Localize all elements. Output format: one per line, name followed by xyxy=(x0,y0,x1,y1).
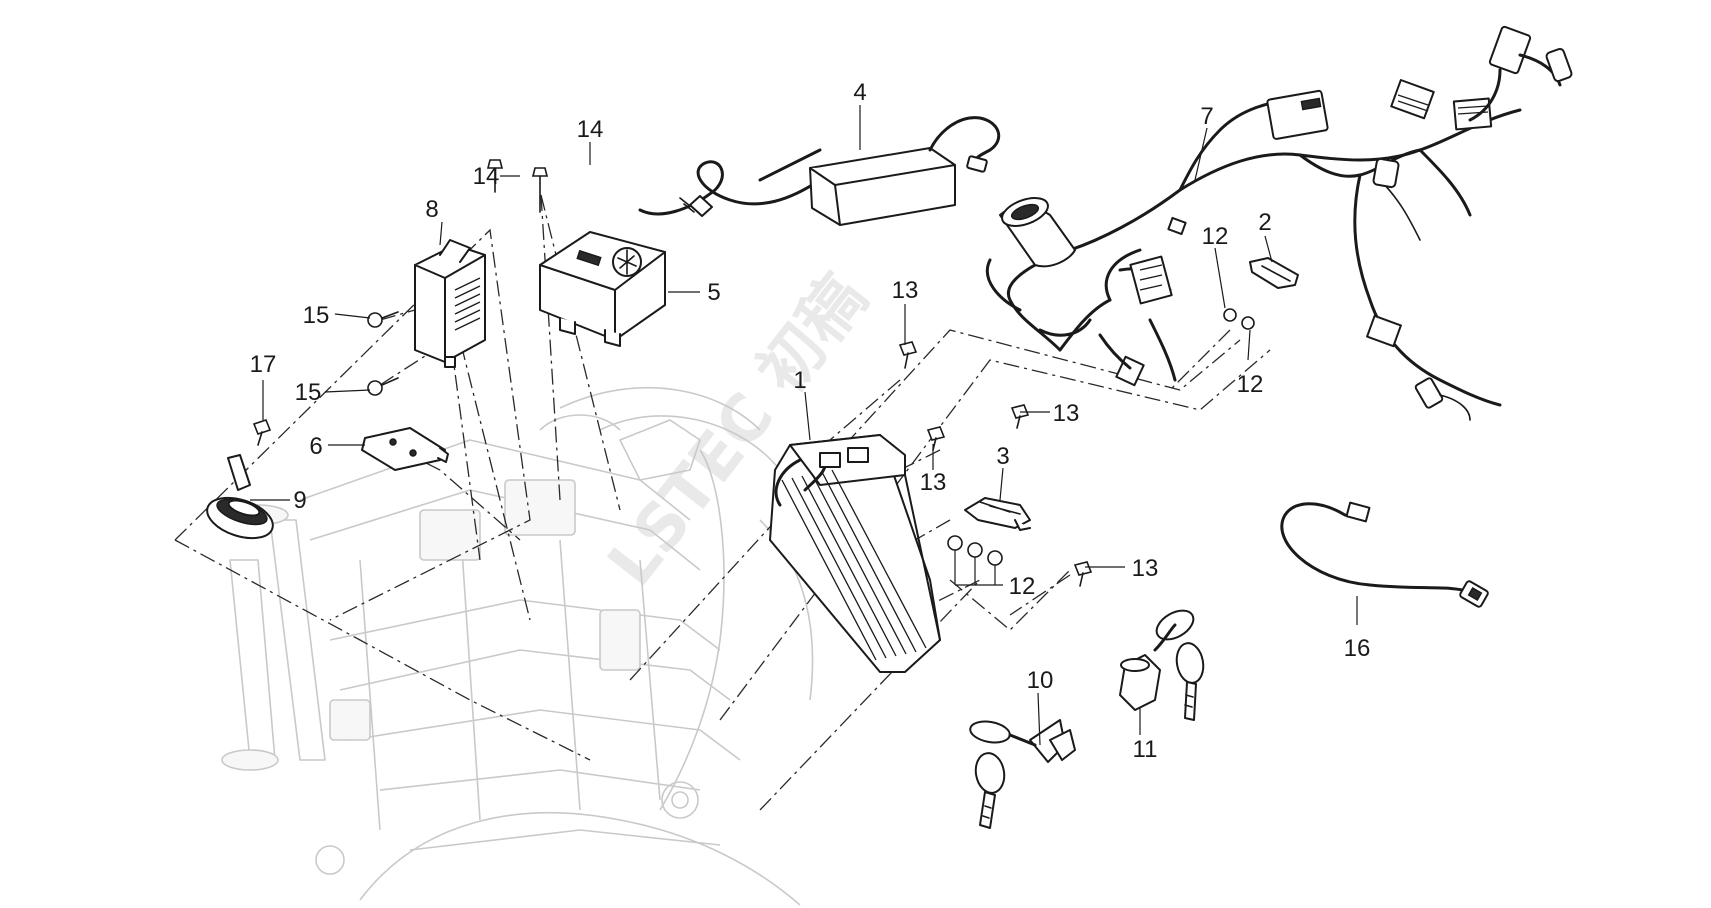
part-6-bracket xyxy=(361,427,449,471)
callout-16: 16 xyxy=(1344,635,1371,662)
callout-3: 3 xyxy=(996,443,1009,470)
part-8-relay xyxy=(414,239,486,368)
part-16-sensor-cable xyxy=(1280,501,1489,608)
callout-13-top: 13 xyxy=(892,277,919,304)
callout-17: 17 xyxy=(250,351,277,378)
part-4-charger xyxy=(638,116,1001,226)
callout-12-right: 12 xyxy=(1237,371,1264,398)
callout-13-bottom: 13 xyxy=(1132,555,1159,582)
callout-1: 1 xyxy=(793,367,806,394)
callout-6: 6 xyxy=(309,433,322,460)
callout-14-right: 14 xyxy=(577,116,604,143)
callout-8: 8 xyxy=(425,196,438,223)
callout-15-top: 15 xyxy=(303,302,330,329)
part-12-nuts xyxy=(947,308,1255,566)
part-3-bracket xyxy=(964,497,1031,531)
callout-12-top: 12 xyxy=(1202,223,1229,250)
ghost-vehicle-frame xyxy=(221,386,814,906)
part-13-screws xyxy=(898,341,1093,587)
callout-10: 10 xyxy=(1027,667,1054,694)
part-5-module-box xyxy=(539,231,666,347)
part-17-bolt xyxy=(252,419,272,446)
part-2-bracket xyxy=(1249,257,1299,289)
callout-15-bottom: 15 xyxy=(295,379,322,406)
callout-4: 4 xyxy=(853,79,866,106)
callout-12-bottom: 12 xyxy=(1009,573,1036,600)
part-11-lock-cylinder xyxy=(1119,609,1205,721)
part-1-main-controller xyxy=(769,434,941,673)
part-14-bolts xyxy=(486,159,549,213)
callout-7: 7 xyxy=(1200,103,1213,130)
part-9-horn xyxy=(206,454,274,540)
part-7-wiring-harness xyxy=(985,25,1573,421)
callout-13-middle: 13 xyxy=(1053,400,1080,427)
part-10-ignition-switch xyxy=(969,719,1076,829)
callout-11: 11 xyxy=(1133,736,1158,763)
callout-14-left: 14 xyxy=(473,163,500,190)
callout-labels: 1 2 3 4 5 6 7 8 9 10 11 12 12 12 13 13 1… xyxy=(250,79,1371,763)
callout-5: 5 xyxy=(707,279,720,306)
part-15-screws xyxy=(367,311,399,396)
callout-13-left: 13 xyxy=(920,469,947,496)
callout-2: 2 xyxy=(1258,209,1271,236)
callout-9: 9 xyxy=(293,487,306,514)
leader-lines xyxy=(250,105,1358,746)
